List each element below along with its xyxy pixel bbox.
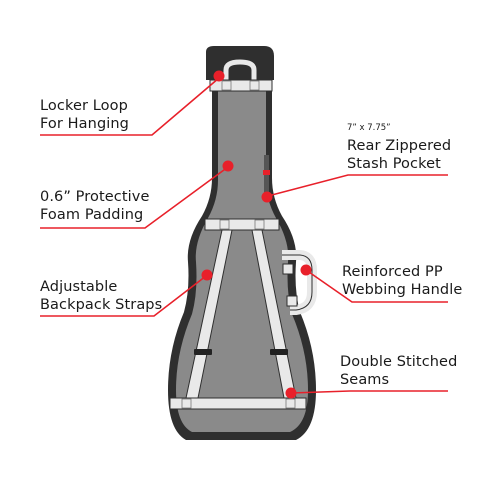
top-strap-stitch-left: [221, 80, 232, 91]
callout-line-stash-pocket: [267, 174, 448, 197]
side-handle-mount-bottom: [286, 295, 298, 307]
label-locker-loop: Locker Loop For Hanging: [40, 97, 129, 133]
label-webbing-handle-line2: Webbing Handle: [342, 282, 463, 298]
strap-anchor-stitch-right: [254, 219, 265, 230]
label-foam-padding: 0.6” Protective Foam Padding: [40, 188, 149, 224]
strap-anchor-stitch-left: [219, 219, 230, 230]
callout-line-seams: [290, 390, 448, 394]
locker-loop: [223, 59, 257, 80]
label-foam-padding-line1: 0.6” Protective: [40, 189, 150, 205]
label-locker-loop-line2: For Hanging: [40, 116, 129, 132]
top-strap: [209, 79, 273, 92]
bottom-strap-stitch-right: [285, 398, 296, 409]
bottom-strap: [169, 397, 307, 410]
label-foam-padding-line2: Foam Padding: [40, 207, 144, 223]
label-seams: Double Stitched Seams: [340, 353, 457, 389]
callout-line-locker-loop: [40, 77, 220, 136]
label-seams-line2: Seams: [340, 372, 390, 388]
zipper-pull: [263, 170, 270, 175]
callout-dot-backpack-straps: [201, 269, 213, 281]
label-seams-line1: Double Stitched: [340, 354, 458, 370]
side-handle-outline: [282, 254, 313, 311]
right-strap-buckle: [270, 349, 288, 355]
label-webbing-handle: Reinforced PP Webbing Handle: [342, 263, 462, 299]
label-stash-pocket-line2: Stash Pocket: [347, 156, 441, 172]
strap-anchor-top: [204, 218, 280, 231]
label-backpack-straps: Adjustable Backpack Straps: [40, 278, 162, 314]
callout-dot-foam-padding: [222, 160, 234, 172]
callout-dot-locker-loop: [213, 70, 225, 82]
label-backpack-straps-line1: Adjustable: [40, 279, 118, 295]
label-stash-pocket: Rear Zippered Stash Pocket: [347, 137, 451, 173]
left-strap-buckle: [194, 349, 212, 355]
callout-line-backpack-straps: [40, 275, 207, 317]
label-stash-pocket-size: 7” x 7.75”: [347, 123, 391, 133]
side-handle-mount-top: [282, 263, 294, 275]
label-webbing-handle-line1: Reinforced PP: [342, 264, 443, 280]
label-stash-pocket-line1: Rear Zippered: [347, 138, 452, 154]
callout-dot-stash-pocket: [261, 191, 273, 203]
label-backpack-straps-line2: Backpack Straps: [40, 297, 163, 313]
top-strap-stitch-right: [249, 80, 260, 91]
callout-dot-seams: [285, 387, 297, 399]
bottom-strap-stitch-left: [181, 398, 192, 409]
callout-line-webbing-handle: [305, 269, 448, 303]
label-locker-loop-line1: Locker Loop: [40, 98, 128, 114]
callout-dot-webbing-handle: [300, 264, 312, 276]
callout-line-foam-padding: [40, 166, 229, 229]
